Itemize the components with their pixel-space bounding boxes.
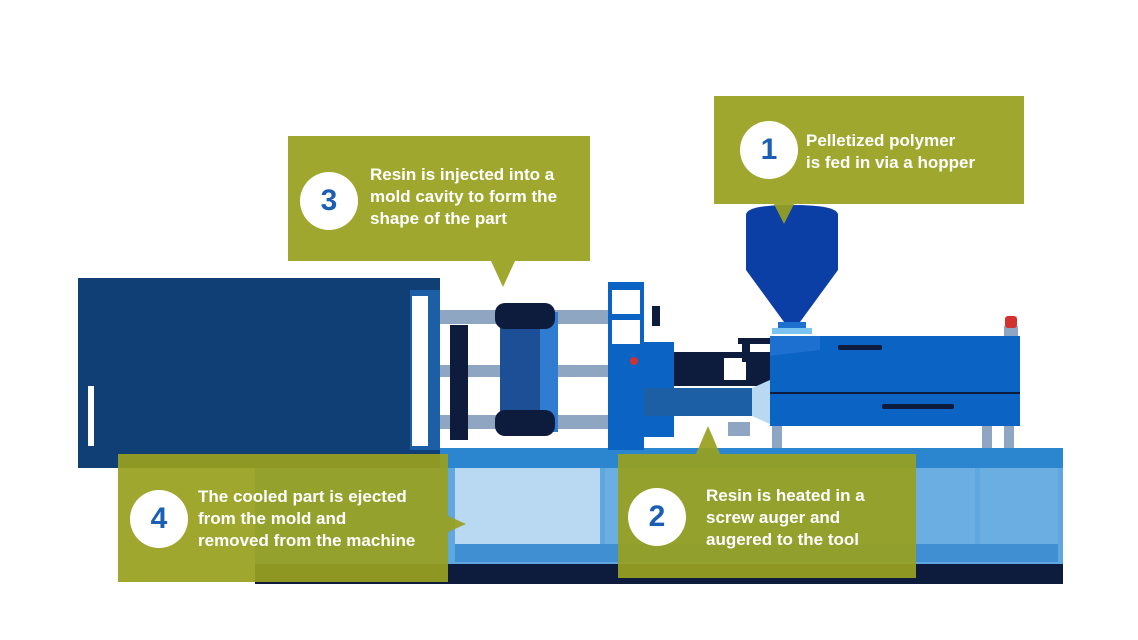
step-1-text: Pelletized polymer is fed in via a hoppe… — [806, 131, 976, 172]
injection-unit-body — [770, 336, 1020, 426]
step-4-callout: 4 The cooled part is ejected from the mo… — [118, 454, 466, 582]
fixed-platen-window — [612, 320, 640, 344]
mold-clamp-top — [495, 303, 555, 329]
platen-frame — [450, 325, 468, 440]
injection-unit-slot — [882, 404, 954, 409]
step-3-pointer — [491, 261, 515, 287]
mold-platen-shade — [540, 312, 558, 432]
alarm-beacon — [1005, 316, 1017, 328]
indicator-light — [630, 357, 638, 365]
step-2-pointer — [696, 426, 720, 454]
feed-arm-stem — [742, 338, 750, 362]
injection-unit-cap — [770, 336, 820, 356]
mold-clamp-bottom — [495, 410, 555, 436]
clamp-cabinet-door-strip — [412, 296, 428, 446]
injection-unit-slot — [838, 345, 882, 350]
clamp-cabinet-handle — [88, 386, 94, 446]
step-4-number: 4 — [130, 490, 188, 548]
barrel-cone — [752, 380, 770, 424]
hopper — [746, 205, 838, 322]
fixed-platen-window — [612, 290, 640, 314]
step-4-text: The cooled part is ejected from the mold… — [198, 487, 416, 550]
injection-barrel — [644, 388, 752, 416]
base-panel — [980, 468, 1058, 544]
step-2-callout: 2 Resin is heated in a screw auger and a… — [618, 426, 916, 578]
step-1-pointer — [774, 204, 794, 224]
step-1-callout: 1 Pelletized polymer is fed in via a hop… — [714, 96, 1024, 224]
base-panel — [455, 468, 600, 544]
fixed-platen-knob — [652, 306, 660, 326]
step-3-number: 3 — [300, 172, 358, 230]
step-4-pointer — [448, 516, 466, 532]
injection-unit-foot — [772, 426, 782, 448]
hopper-outlet — [772, 328, 812, 334]
alarm-beacon-base — [1004, 326, 1018, 336]
step-3-text: Resin is injected into a mold cavity to … — [370, 165, 558, 228]
step-3-callout: 3 Resin is injected into a mold cavity t… — [288, 136, 590, 287]
step-2-text: Resin is heated in a screw auger and aug… — [706, 486, 865, 549]
injection-barrel-support — [728, 422, 750, 436]
clamp-cabinet — [78, 278, 440, 468]
injection-unit-foot — [1004, 426, 1014, 448]
hopper-throat — [778, 322, 806, 330]
injection-unit-seam — [770, 392, 1020, 394]
step-2-number: 2 — [628, 488, 686, 546]
step-1-number: 1 — [740, 121, 798, 179]
injection-unit-foot — [982, 426, 992, 448]
injection-barrel-light — [724, 358, 746, 380]
